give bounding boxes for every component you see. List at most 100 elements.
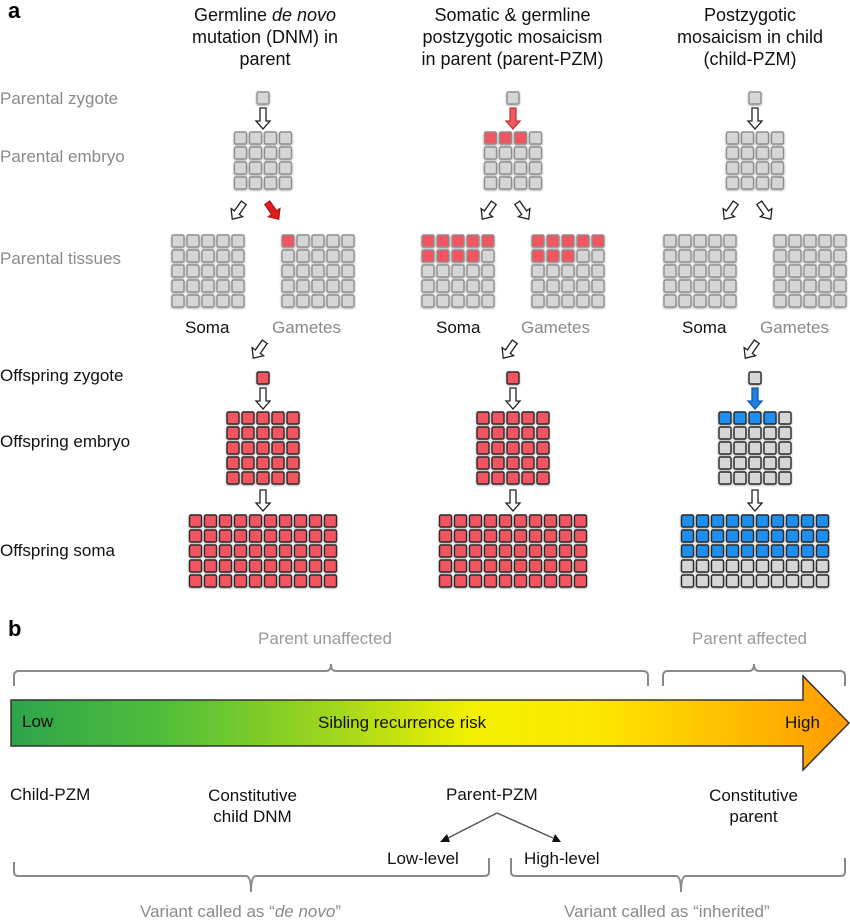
embryo-to-gametes-arrow [263,200,281,221]
offspring-soma-mutant-cell [800,529,815,543]
parental-gametes-cell [803,294,817,308]
offspring-embryo-mutant-cell [748,411,762,425]
offspring-soma-cell [800,574,815,588]
offspring-embryo-cell [778,456,792,470]
parental-gametes-cell [311,234,325,248]
parental-gametes-cell [296,249,310,263]
offspring-embryo-mutant-cell [286,441,300,455]
parental-soma-cell [171,264,185,278]
offspring-soma-mutant-cell [815,514,830,528]
parental-gametes-cell [281,279,295,293]
parental-gametes-cell [561,279,575,293]
parental-gametes-mutant-cell [531,234,545,248]
category-parent-pzm: Parent-PZM [446,785,538,804]
parental-embryo-cell [755,131,770,145]
offspring-embryo-cell [763,441,777,455]
offspring-soma-mutant-cell [293,559,308,573]
offspring-soma-mutant-cell [188,529,203,543]
offspring-embryo-mutant-cell [491,441,505,455]
offspring-soma-mutant-cell [453,559,468,573]
title-italic-part: de novo [271,5,337,25]
offspring-soma-mutant-cell [323,559,338,573]
offspring-soma-mutant-cell [695,514,710,528]
offspring-soma-mutant-cell [308,544,323,558]
offspring-soma-mutant-cell [710,529,725,543]
variant-inherited-label: Variant called as “inherited” [564,902,770,921]
gametes-label-dnm: Gametes [272,318,341,337]
offspring-embryo-mutant-cell [506,471,520,485]
offspring-embryo-mutant-cell [256,456,270,470]
parental-embryo-cell [278,131,293,145]
parental-soma-cell [231,264,245,278]
offspring-embryo-mutant-cell [271,426,285,440]
offspring-soma-mutant-cell [725,529,740,543]
offspring-soma-mutant-cell [543,529,558,543]
offspring-embryo-mutant-cell [521,411,535,425]
offspring-embryo-mutant-cell [506,456,520,470]
offspring-soma-mutant-cell [815,529,830,543]
offspring-embryo-cell [733,456,747,470]
offspring-embryo-mutant-cell [491,426,505,440]
parental-zygote-cell [748,91,762,105]
offspring-soma-mutant-cell [263,529,278,543]
parental-soma-cell [216,234,230,248]
offspring-embryo-cell [763,471,777,485]
category-child-pzm: Child-PZM [10,785,91,804]
offspring-embryo-mutant-cell [226,456,240,470]
offspring-soma-mutant-cell [573,514,588,528]
offspring-embryo-mutant-cell [506,426,520,440]
offspring-soma-mutant-cell [263,514,278,528]
parental-gametes-cell [296,264,310,278]
offspring-soma-cell [740,574,755,588]
parental-soma-cell [708,279,722,293]
parental-gametes-cell [326,294,340,308]
offspring-soma-mutant-cell [755,514,770,528]
row-label-parental-tissues: Parental tissues [0,249,121,268]
offspring-soma-mutant-cell [218,544,233,558]
parental-soma-cell [693,234,707,248]
offspring-embryo-mutant-cell [476,471,490,485]
offspring-soma-cell [725,574,740,588]
offspring-soma-mutant-cell [483,574,498,588]
parental-gametes-cell [281,264,295,278]
parental-soma-cell [708,294,722,308]
parental-gametes-cell [833,234,847,248]
parental-gametes-cell [311,249,325,263]
offspring-soma-cell [680,559,695,573]
offspring-soma-mutant-cell [248,544,263,558]
parental-soma-cell [663,249,677,263]
parental-soma-cell [466,294,480,308]
embryo-to-gametes-arrow [513,200,531,221]
offspring-soma-mutant-cell [218,559,233,573]
parental-soma-cell [678,279,692,293]
parental-soma-cell [421,279,435,293]
offspring-soma-mutant-cell [558,559,573,573]
parental-soma-cell [693,294,707,308]
parental-soma-cell [421,264,435,278]
parental-soma-cell [663,279,677,293]
offspring-soma-mutant-cell [710,514,725,528]
parental-zygote-cell [256,91,270,105]
offspring-soma-mutant-cell [468,574,483,588]
offspring-soma-mutant-cell [513,559,528,573]
parental-embryo-mutant-cell [483,131,498,145]
parental-soma-cell [231,234,245,248]
offspring-embryo-mutant-cell [226,441,240,455]
offspring-soma-mutant-cell [218,514,233,528]
parental-soma-mutant-cell [466,249,480,263]
offspring-soma-mutant-cell [543,574,558,588]
offspring-embryo-mutant-cell [271,456,285,470]
parental-gametes-cell [576,294,590,308]
offspring-embryo-mutant-cell [491,456,505,470]
parental-gametes-cell [531,279,545,293]
offspring-soma-mutant-cell [468,559,483,573]
offspring-soma-mutant-cell [203,559,218,573]
parental-gametes-mutant-cell [561,249,575,263]
parental-soma-cell [723,264,737,278]
offspring-soma-mutant-cell [573,574,588,588]
parental-soma-cell [678,234,692,248]
offspring-zygote-to-embryo-arrow [254,387,272,410]
parental-soma-cell [678,249,692,263]
embryo-to-gametes-arrow-shape [263,200,281,221]
offspring-embryo-cell [733,471,747,485]
